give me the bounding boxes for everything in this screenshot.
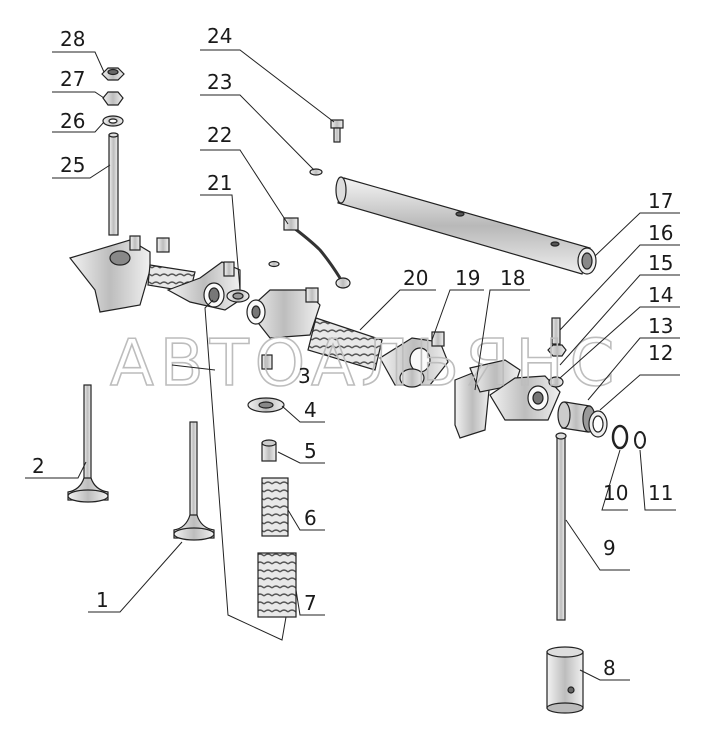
part-seal-5 (261, 439, 277, 462)
callout-label-18: 18 (500, 266, 525, 290)
part-outer-spring-7 (257, 552, 297, 618)
leader-line-27 (52, 91, 105, 99)
callout-label-12: 12 (648, 341, 673, 365)
callout-label-27: 27 (60, 67, 85, 91)
part-bushing-21 (226, 289, 250, 303)
part-valve-1 (173, 421, 215, 541)
callout-label-8: 8 (603, 656, 616, 680)
callout-label-20: 20 (403, 266, 428, 290)
leader-line-11 (639, 449, 676, 511)
part-rocker-bracket-left (68, 235, 170, 313)
leader-line-21 (200, 194, 241, 291)
part-nut-27 (102, 91, 124, 106)
callout-label-22: 22 (207, 123, 232, 147)
leader-line-5 (277, 451, 325, 464)
part-ring-11 (634, 431, 646, 449)
leader-line-19 (431, 289, 484, 341)
leader-line-25 (52, 164, 111, 179)
callout-label-10: 10 (603, 481, 628, 505)
part-bolt-24 (330, 119, 344, 143)
part-rocker-19 (379, 331, 449, 388)
part-inner-spring-6 (261, 477, 289, 537)
leader-line-24 (200, 49, 335, 123)
part-washer-26 (102, 115, 124, 127)
leader-line-18 (474, 289, 530, 391)
parts-group (67, 67, 646, 714)
leader-line-7 (295, 589, 325, 616)
callout-label-23: 23 (207, 70, 232, 94)
part-nut-28 (101, 67, 125, 81)
leader-line-4 (281, 405, 325, 423)
callout-label-11: 11 (648, 481, 673, 505)
callout-label-7: 7 (304, 591, 317, 615)
leader-line-17 (594, 212, 680, 257)
callout-label-28: 28 (60, 27, 85, 51)
leader-line-10 (601, 449, 628, 511)
leader-line-6 (287, 509, 325, 531)
part-rocker-arm-right (246, 287, 321, 339)
leader-line-16 (559, 244, 680, 331)
leader-line-23 (200, 94, 315, 171)
callout-label-16: 16 (648, 221, 673, 245)
part-valve-2 (67, 384, 109, 503)
callout-label-3: 3 (298, 364, 311, 388)
callout-label-15: 15 (648, 251, 673, 275)
callout-label-21: 21 (207, 171, 232, 195)
part-push-rod-9 (555, 432, 567, 621)
leader-line-9 (565, 519, 630, 571)
callout-label-13: 13 (648, 314, 673, 338)
callout-label-6: 6 (304, 506, 317, 530)
callout-label-26: 26 (60, 109, 85, 133)
callout-label-24: 24 (207, 24, 232, 48)
part-circlip-10 (611, 424, 629, 450)
part-washer-12 (588, 410, 608, 438)
callout-label-1: 1 (96, 588, 109, 612)
part-washer-23 (309, 168, 323, 176)
leader-line-12 (599, 374, 680, 411)
leader-line-28 (52, 51, 105, 73)
leader-line-22 (200, 149, 289, 225)
leader-line-14 (559, 306, 680, 379)
part-stud-25 (108, 132, 119, 236)
part-ball-14 (548, 376, 564, 388)
callout-leaders (25, 49, 680, 681)
callout-label-14: 14 (648, 283, 673, 307)
part-spring-20 (307, 317, 383, 371)
callout-label-9: 9 (603, 536, 616, 560)
callout-label-17: 17 (648, 189, 673, 213)
leader-line-20 (359, 289, 436, 331)
part-tappet-8 (546, 646, 584, 714)
part-oil-pipe-22 (268, 217, 351, 289)
callout-label-25: 25 (60, 153, 85, 177)
callout-label-5: 5 (304, 439, 317, 463)
leader-line-1 (88, 541, 183, 613)
leader-line-13 (587, 337, 680, 401)
leader-line-extra-1 (171, 364, 216, 371)
callout-label-19: 19 (455, 266, 480, 290)
part-adjusting-screw-16 (547, 317, 567, 357)
part-rocker-shaft-17 (335, 176, 597, 275)
leader-line-extra-0 (204, 299, 287, 641)
leader-line-26 (52, 121, 105, 133)
callout-label-4: 4 (304, 398, 317, 422)
watermark-text: АВТОАЛЬЯНС (110, 327, 620, 401)
callout-label-2: 2 (32, 454, 45, 478)
leader-line-15 (559, 274, 680, 366)
part-keeper-3 (261, 354, 273, 370)
leader-line-8 (579, 669, 630, 681)
part-retainer-4 (247, 397, 285, 413)
leader-line-2 (25, 461, 87, 479)
part-rocker-arm-far-right (489, 375, 561, 421)
